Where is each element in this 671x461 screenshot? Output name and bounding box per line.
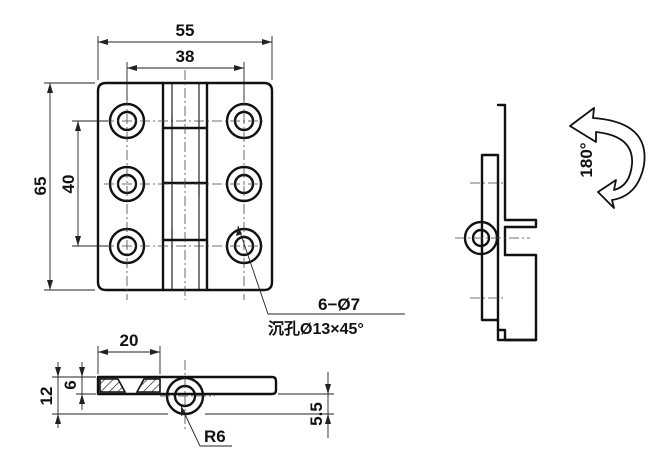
section-countersink-hatch [99, 378, 127, 393]
section-leaf [96, 375, 278, 396]
dim-thickness-total: 12 [37, 362, 168, 428]
dim-radius: R6 [180, 405, 232, 447]
dim-thickness-total-label: 12 [37, 387, 56, 406]
dim-radius-label: R6 [204, 427, 226, 446]
front-center-lines [104, 70, 266, 300]
dim-overall-width: 55 [97, 21, 273, 80]
dim-thickness-leaf-label: 6 [61, 380, 80, 389]
callout-countersink-label: 沉孔Ø13×45° [268, 319, 364, 338]
dim-offset: 5.5 [205, 372, 334, 438]
dim-hole-spacing-y-label: 40 [59, 175, 78, 194]
hole-callout: 6−Ø7 沉孔Ø13×45° [236, 225, 405, 338]
dim-overall-height: 65 [31, 82, 95, 291]
dim-countersink-width: 20 [97, 331, 161, 374]
callout-holes-label: 6−Ø7 [318, 295, 360, 314]
side-leaf-back [496, 103, 538, 229]
dim-overall-width-label: 55 [176, 21, 195, 40]
dim-countersink-width-label: 20 [120, 331, 139, 350]
dim-hole-spacing-x-label: 38 [176, 47, 195, 66]
hinge-plate-outline [96, 81, 274, 292]
rotation-angle-label: 180° [577, 142, 596, 177]
rotation-indicator: 180° [569, 107, 646, 209]
front-view: 55 38 65 40 [31, 21, 405, 338]
dim-thickness-leaf: 6 [61, 362, 96, 410]
dim-offset-label: 5.5 [307, 402, 326, 426]
rotation-arrow-icon [569, 107, 646, 209]
dim-hole-spacing-x: 38 [126, 47, 245, 100]
dim-hole-spacing-y: 40 [59, 120, 108, 247]
dim-overall-height-label: 65 [31, 177, 50, 196]
side-view [455, 103, 538, 342]
section-view: 20 12 6 5.5 [37, 331, 334, 447]
